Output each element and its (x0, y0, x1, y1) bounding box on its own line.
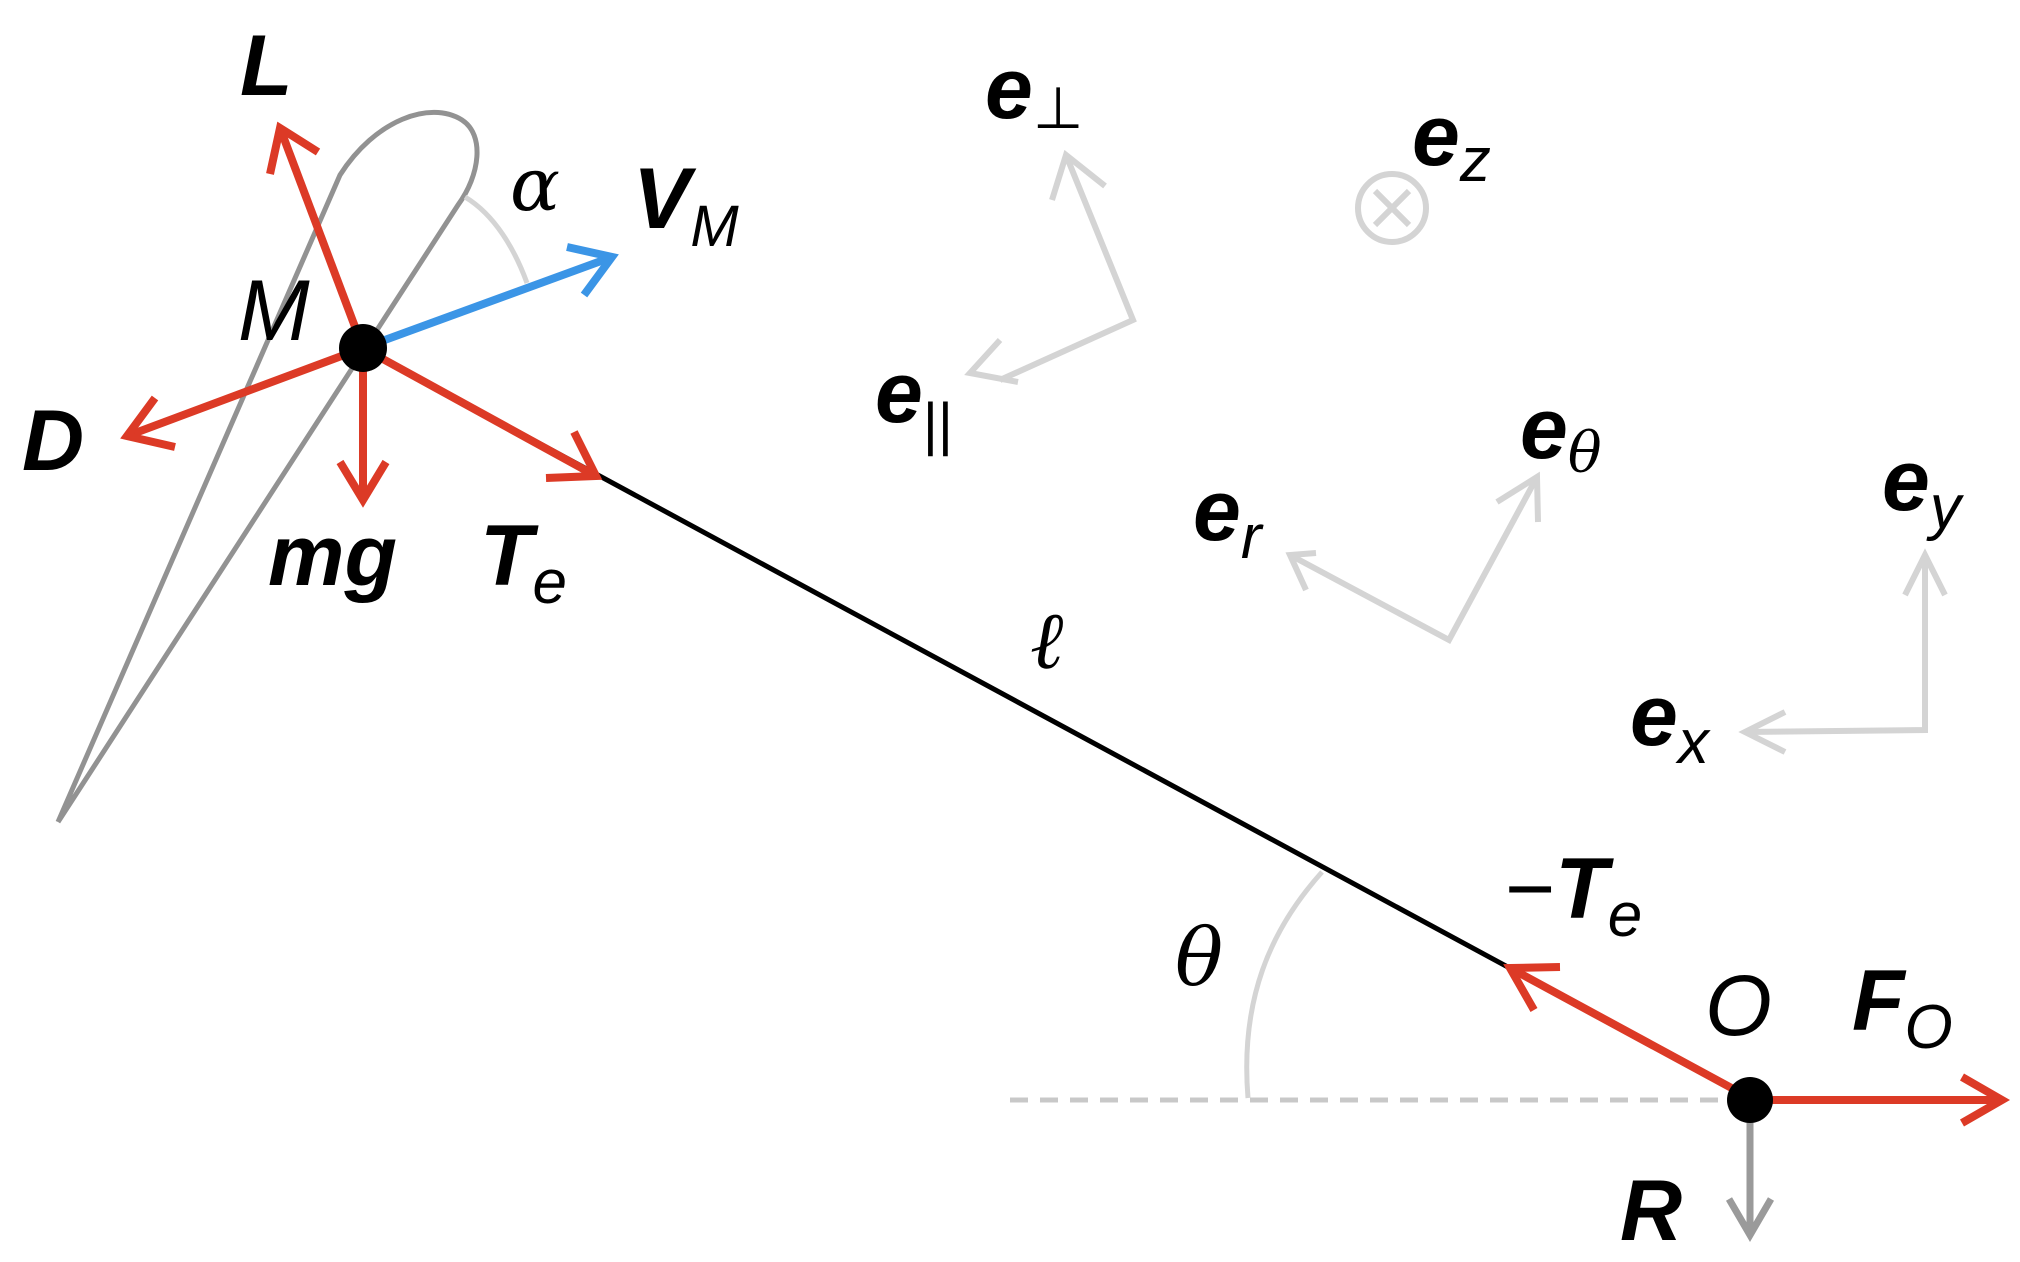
e-y-label: ey (1882, 433, 1965, 542)
weight-vector (336, 348, 390, 508)
tension-vector (361, 344, 603, 482)
point-m-dot (339, 324, 387, 372)
theta-label: θ (1175, 911, 1223, 1004)
basis-perp-parallel (964, 149, 1137, 385)
e-x-label: ex (1630, 668, 1711, 777)
ground-force-label: FO (1852, 953, 1953, 1062)
alpha-angle-arc (463, 194, 530, 284)
lift-label: L (240, 18, 293, 114)
negative-tension-label: −Te (1505, 841, 1642, 950)
airfoil-outline (55, 109, 480, 824)
ground-force-vector (1750, 1073, 2011, 1127)
drag-label: D (22, 393, 84, 489)
point-o-label: O (1705, 958, 1772, 1054)
velocity-vector (361, 243, 619, 352)
ez-into-page-icon (1355, 171, 1429, 245)
alpha-label: α (510, 142, 560, 228)
point-m-label: M (238, 263, 310, 359)
e-z-label: ez (1412, 88, 1491, 195)
theta-angle-arc (1244, 870, 1324, 1099)
lift-vector (266, 121, 367, 350)
basis-x-y (1738, 548, 1948, 755)
length-label: ℓ (1030, 594, 1063, 687)
weight-label: mg (268, 508, 397, 604)
e-perp-label: e⊥ (985, 41, 1083, 141)
e-parallel-label: e|| (875, 345, 953, 457)
basis-r-theta (1285, 471, 1541, 645)
drag-vector (120, 344, 365, 451)
reaction-label: R (1620, 1163, 1682, 1259)
e-theta-label: eθ (1520, 381, 1602, 486)
velocity-label: VM (633, 151, 739, 259)
e-r-label: er (1193, 463, 1264, 572)
negative-tension-vector (1503, 963, 1752, 1102)
point-o-dot (1727, 1077, 1773, 1123)
tension-label: Te (480, 508, 567, 617)
